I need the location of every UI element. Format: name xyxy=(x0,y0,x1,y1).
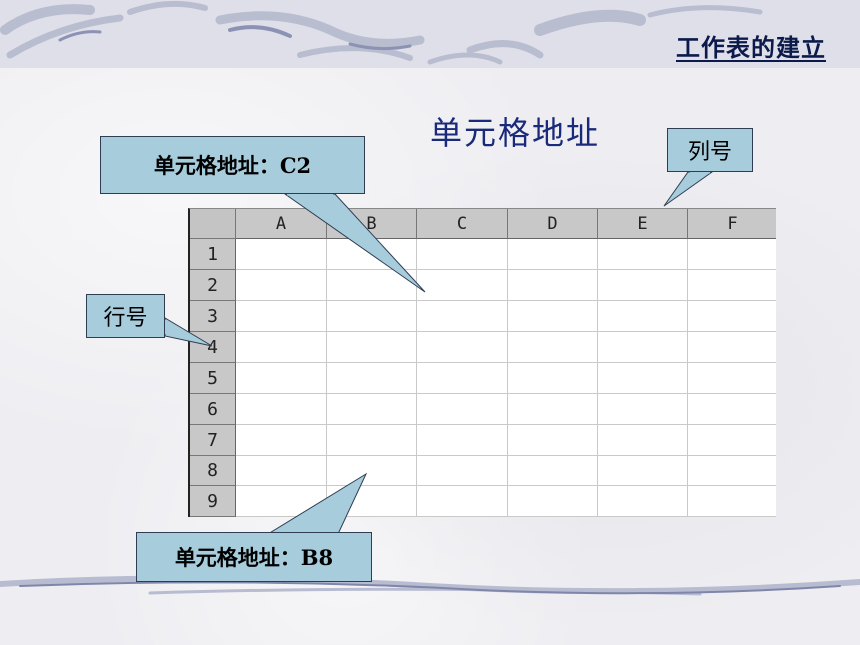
cell-a6[interactable] xyxy=(236,394,327,425)
row-header-2[interactable]: 2 xyxy=(190,270,236,301)
cell-a1[interactable] xyxy=(236,239,327,270)
cell-b6[interactable] xyxy=(327,394,417,425)
cell-e2[interactable] xyxy=(598,270,688,301)
cell-f4[interactable] xyxy=(688,332,776,363)
cell-b1[interactable] xyxy=(327,239,417,270)
cell-e8[interactable] xyxy=(598,456,688,486)
cell-a8[interactable] xyxy=(236,456,327,486)
row-header-7[interactable]: 7 xyxy=(190,425,236,456)
row-header-3[interactable]: 3 xyxy=(190,301,236,332)
cell-f5[interactable] xyxy=(688,363,776,394)
cell-f8[interactable] xyxy=(688,456,776,486)
column-header-d[interactable]: D xyxy=(508,209,598,239)
cell-c3[interactable] xyxy=(417,301,508,332)
cell-b7[interactable] xyxy=(327,425,417,456)
cell-a4[interactable] xyxy=(236,332,327,363)
cell-c4[interactable] xyxy=(417,332,508,363)
cell-f2[interactable] xyxy=(688,270,776,301)
cell-c8[interactable] xyxy=(417,456,508,486)
cell-b3[interactable] xyxy=(327,301,417,332)
cell-a7[interactable] xyxy=(236,425,327,456)
cell-d3[interactable] xyxy=(508,301,598,332)
cell-b5[interactable] xyxy=(327,363,417,394)
cell-c5[interactable] xyxy=(417,363,508,394)
cell-b9[interactable] xyxy=(327,486,417,517)
cell-e1[interactable] xyxy=(598,239,688,270)
cell-a2[interactable] xyxy=(236,270,327,301)
cell-c1[interactable] xyxy=(417,239,508,270)
select-all-corner[interactable] xyxy=(190,209,236,239)
cell-c9[interactable] xyxy=(417,486,508,517)
cell-b8[interactable] xyxy=(327,456,417,486)
cell-d9[interactable] xyxy=(508,486,598,517)
callout-row-text: 行号 xyxy=(103,306,148,331)
cell-f1[interactable] xyxy=(688,239,776,270)
cell-d2[interactable] xyxy=(508,270,598,301)
callout-row-number: 行号 xyxy=(86,294,165,338)
cell-d6[interactable] xyxy=(508,394,598,425)
cell-d7[interactable] xyxy=(508,425,598,456)
callout-cell-address-c2: 单元格地址：C2 xyxy=(100,136,365,194)
cell-e9[interactable] xyxy=(598,486,688,517)
column-header-b[interactable]: B xyxy=(327,209,417,239)
row-header-5[interactable]: 5 xyxy=(190,363,236,394)
callout-col-text: 列号 xyxy=(687,140,732,165)
callout-cell-address-b8: 单元格地址：B8 xyxy=(136,532,372,582)
row-header-6[interactable]: 6 xyxy=(190,394,236,425)
callout-c2-text: 单元格地址：C2 xyxy=(153,153,312,178)
column-header-a[interactable]: A xyxy=(236,209,327,239)
cell-e5[interactable] xyxy=(598,363,688,394)
cell-e7[interactable] xyxy=(598,425,688,456)
callout-column-number: 列号 xyxy=(667,128,753,172)
cell-a3[interactable] xyxy=(236,301,327,332)
cell-c6[interactable] xyxy=(417,394,508,425)
column-header-f[interactable]: F xyxy=(688,209,776,239)
cell-e4[interactable] xyxy=(598,332,688,363)
row-header-1[interactable]: 1 xyxy=(190,239,236,270)
cell-d4[interactable] xyxy=(508,332,598,363)
cell-b4[interactable] xyxy=(327,332,417,363)
cell-d5[interactable] xyxy=(508,363,598,394)
cell-f9[interactable] xyxy=(688,486,776,517)
column-header-e[interactable]: E xyxy=(598,209,688,239)
cell-e6[interactable] xyxy=(598,394,688,425)
column-header-c[interactable]: C xyxy=(417,209,508,239)
cell-a5[interactable] xyxy=(236,363,327,394)
cell-e3[interactable] xyxy=(598,301,688,332)
cell-f7[interactable] xyxy=(688,425,776,456)
row-header-4[interactable]: 4 xyxy=(190,332,236,363)
row-header-9[interactable]: 9 xyxy=(190,486,236,517)
cell-d1[interactable] xyxy=(508,239,598,270)
cell-d8[interactable] xyxy=(508,456,598,486)
cell-c2[interactable] xyxy=(417,270,508,301)
spreadsheet-grid: A B C D E F 1 2 3 4 5 6 7 8 9 xyxy=(188,208,776,517)
callout-b8-text: 单元格地址：B8 xyxy=(174,545,334,570)
cell-a9[interactable] xyxy=(236,486,327,517)
slide-title: 单元格地址 xyxy=(430,114,601,152)
cell-f3[interactable] xyxy=(688,301,776,332)
cell-b2[interactable] xyxy=(327,270,417,301)
header-title: 工作表的建立 xyxy=(676,34,826,62)
cell-c7[interactable] xyxy=(417,425,508,456)
row-header-8[interactable]: 8 xyxy=(190,456,236,486)
cell-f6[interactable] xyxy=(688,394,776,425)
